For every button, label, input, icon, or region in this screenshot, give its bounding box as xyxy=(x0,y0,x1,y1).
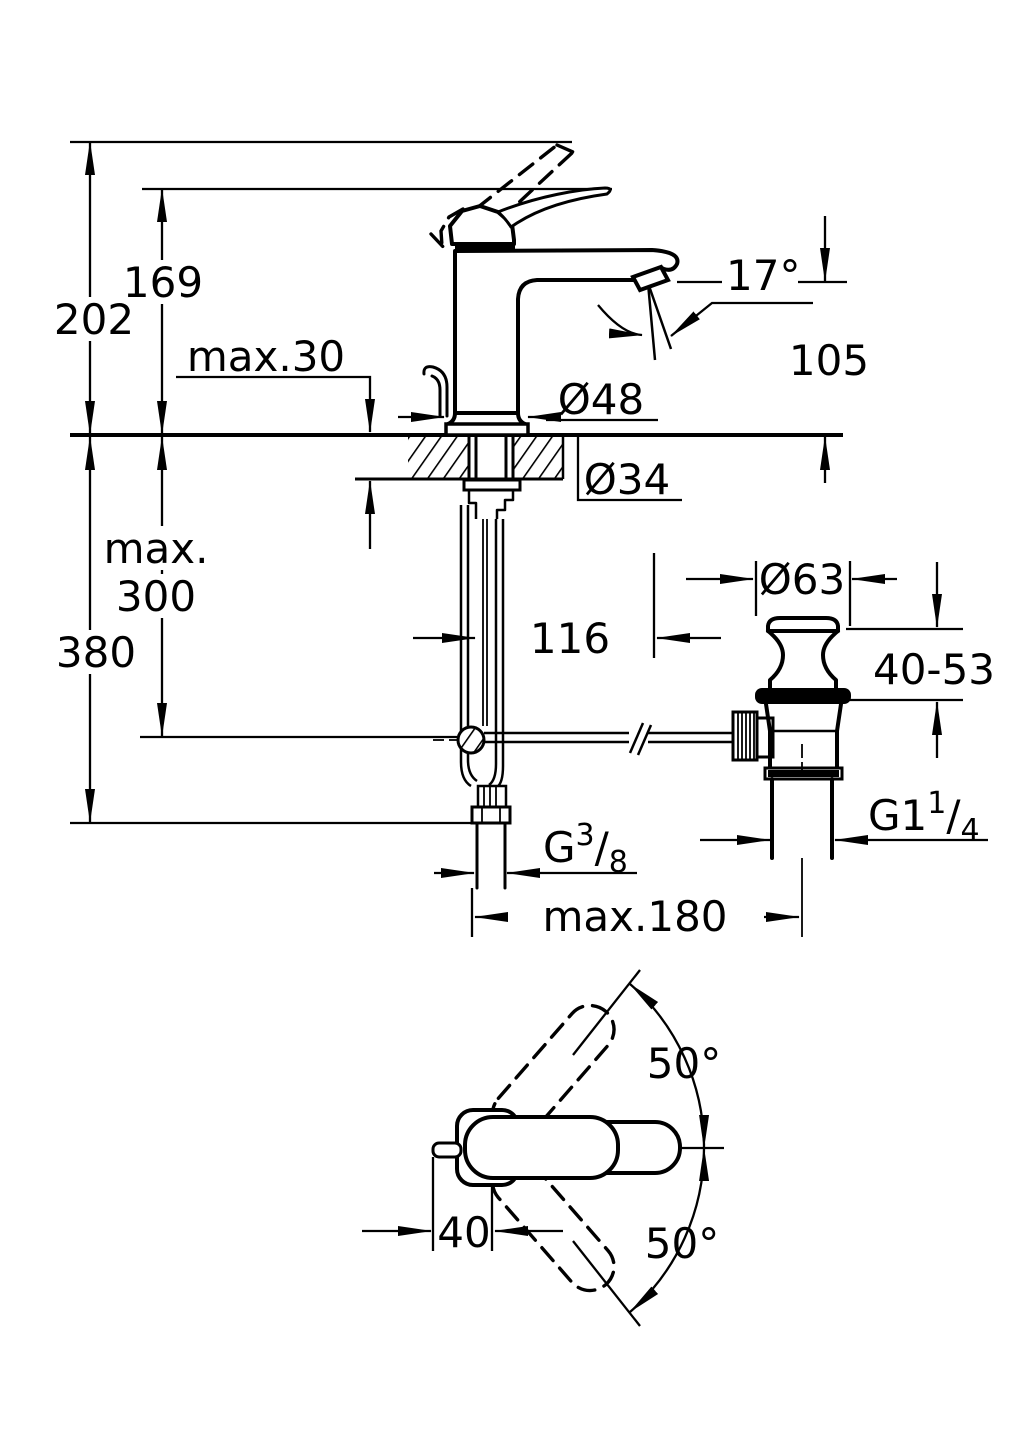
undercounter-mounting xyxy=(459,433,522,890)
label-mask xyxy=(56,630,136,674)
label-hole-diameter: Ø34 xyxy=(584,455,671,504)
label-below-deck-max-word: max. xyxy=(104,524,209,573)
supply-thread-sup: 3 xyxy=(576,818,595,853)
handle-raised-dashed-top xyxy=(475,143,559,210)
swing-arc-bottom xyxy=(629,1147,710,1313)
waste-cap xyxy=(766,616,840,633)
dim-d34-leader xyxy=(576,437,682,502)
handle-raised-dashed-cap xyxy=(439,207,465,248)
handle-lever xyxy=(496,186,612,229)
rod-break-mark xyxy=(636,724,653,756)
shank-steps-right xyxy=(495,490,515,519)
label-supply-thread: G3/8 xyxy=(543,818,628,880)
waste-thread-sup: 1 xyxy=(927,786,946,821)
handle-pin-top-view xyxy=(431,1141,463,1159)
swing-leg-top xyxy=(572,969,641,1056)
faucet-body-spout xyxy=(453,248,680,415)
label-spout-angle: 17° xyxy=(726,251,800,300)
handle-cap-base-strip xyxy=(455,243,515,251)
label-swing-down: 50° xyxy=(645,1219,719,1268)
supply-thread-slash: / xyxy=(595,823,610,872)
handle-top-view xyxy=(362,969,724,1327)
supply-hose-wall xyxy=(459,505,472,788)
waste-neck-left xyxy=(766,629,785,690)
label-spout-height: 169 xyxy=(123,258,203,307)
spout-angle-leg-tilted xyxy=(646,282,673,350)
aerator xyxy=(630,264,671,293)
label-waste-flange-diameter: Ø63 xyxy=(759,555,846,604)
label-waste-reach: max.180 xyxy=(542,892,727,941)
spout-angle-leg-vertical xyxy=(646,282,657,361)
waste-neck-right xyxy=(821,629,840,690)
supply-nut xyxy=(470,805,512,825)
handle-raised-dashed-tip xyxy=(555,143,575,154)
deck-hatch-right xyxy=(513,437,563,479)
supply-thread-sub: 8 xyxy=(609,845,628,880)
label-waste-thread: G11/4 xyxy=(868,786,980,848)
shank-steps-left xyxy=(467,490,478,519)
supply-hose-wall xyxy=(466,505,478,783)
label-deck-thickness: max.30 xyxy=(187,332,345,381)
label-total-height: 202 xyxy=(54,295,134,344)
base-plate xyxy=(444,422,530,437)
handle-raised-dashed-foot xyxy=(429,232,449,253)
pullrod-knob-outer xyxy=(422,365,449,418)
dim-17deg-arrow-right xyxy=(670,301,813,337)
rod-ball-joint xyxy=(456,725,486,755)
label-handle-pin-offset: 40 xyxy=(437,1208,490,1257)
pullrod-knob-inner xyxy=(430,374,442,418)
waste-collar-band xyxy=(768,770,839,777)
label-swing-up: 50° xyxy=(647,1039,721,1088)
label-center-to-waste: 116 xyxy=(530,614,610,663)
waste-valve-assembly xyxy=(755,616,851,860)
label-mask xyxy=(100,526,214,570)
label-base-diameter: Ø48 xyxy=(558,375,645,424)
mounting-washer xyxy=(462,478,522,492)
label-mask xyxy=(722,252,798,288)
supply-hose-wall xyxy=(488,519,498,787)
waste-thread-slash: / xyxy=(946,791,961,840)
swing-arc-top xyxy=(629,983,710,1149)
rod-break-mark xyxy=(628,722,645,754)
swing-leg-bottom xyxy=(572,1240,641,1327)
label-mask xyxy=(110,574,202,618)
dim-17deg-arc-left xyxy=(597,304,643,339)
label-waste-deck-range: 40-53 xyxy=(873,645,995,694)
faucet-side-view xyxy=(422,143,680,437)
waste-thread-base: G1 xyxy=(868,791,927,840)
label-mask xyxy=(54,297,134,341)
dimension-labels: 202 169 max.30 17° 105 Ø48 Ø34 max. 300 … xyxy=(54,251,995,1268)
label-below-deck-max-value: 300 xyxy=(116,572,196,621)
label-overall-depth: 380 xyxy=(56,628,136,677)
label-spout-to-deck: 105 xyxy=(789,336,869,385)
label-mask xyxy=(125,260,201,304)
supply-thread-base: G xyxy=(543,823,576,872)
waste-gasket xyxy=(755,688,851,704)
waste-thread-sub: 4 xyxy=(961,813,980,848)
dim-max30-leader xyxy=(176,375,375,433)
hose-thread xyxy=(476,784,508,809)
deck-hatch-left xyxy=(408,437,469,479)
handle-grip-top-view xyxy=(463,1115,620,1180)
